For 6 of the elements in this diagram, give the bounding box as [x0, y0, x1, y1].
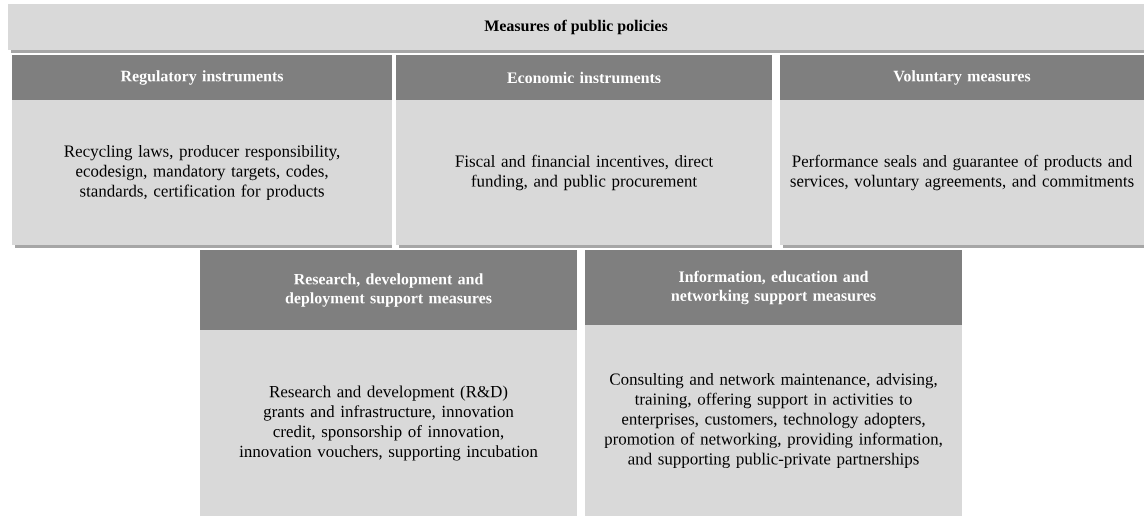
category-panel: Voluntary measures Performance seals and guarantee of products and services, voluntary agreements, and commitments [780, 55, 1144, 248]
category-panel: Regulatory instruments Recycling laws, producer responsibility, ecodesign, mandatory targets, codes, standards, certification for products [12, 55, 392, 248]
category-panel: Economic instruments Fiscal and financial incentives, direct funding, and public procurement [396, 55, 772, 248]
category-panel: Research, development and deployment support measures Research and development (R&D) grants and infrastructure, innovation credit, sponsorship of innovation, innovation vouchers, supporting incubation [200, 250, 577, 516]
category-panel: Information, education and networking support measures Consulting and network maintenance, advising, training, offering support in activities to enterprises, customers, technology adopters, promotion of networking, providing information, and supporting public-private partnerships [585, 250, 962, 516]
title-band: Measures of public policies [8, 4, 1144, 53]
